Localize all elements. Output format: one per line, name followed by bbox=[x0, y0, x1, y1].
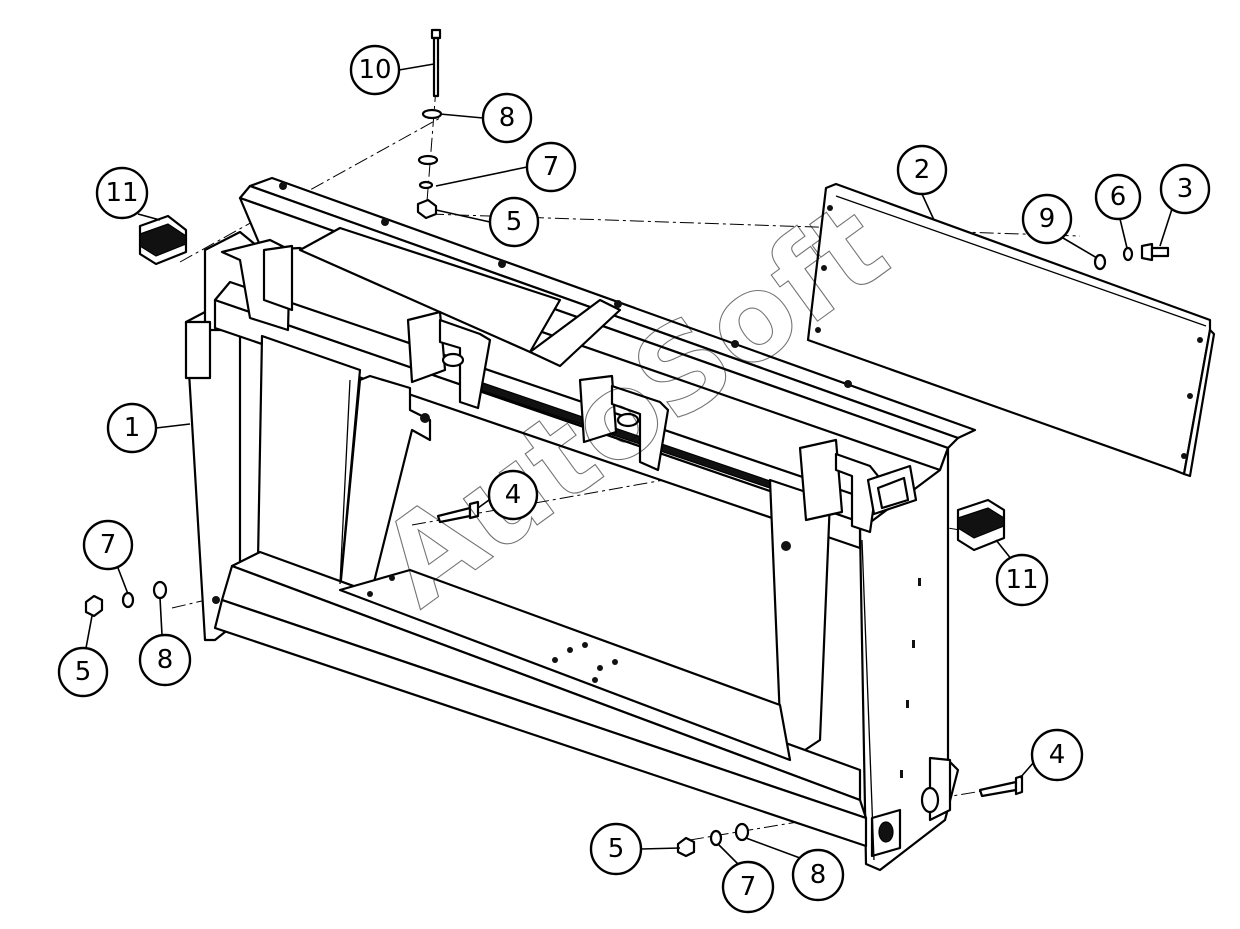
callout-circle bbox=[1159, 163, 1211, 215]
leader-line-flat-washer-bottom bbox=[745, 837, 801, 859]
leader-line-lock-washer-left bbox=[117, 567, 129, 595]
leader-line-nut-left bbox=[85, 615, 93, 649]
frame bbox=[184, 176, 977, 872]
callout-circle bbox=[138, 633, 192, 687]
callout-cover-plate: 2 bbox=[896, 144, 948, 196]
cover-plate bbox=[806, 182, 1216, 478]
callout-nut-left: 5 bbox=[57, 646, 109, 698]
leader-line-bolt-long bbox=[398, 63, 435, 71]
callout-number: 7 bbox=[100, 530, 117, 560]
callout-number: 10 bbox=[358, 55, 391, 85]
callout-circle bbox=[896, 144, 948, 196]
callout-number: 5 bbox=[506, 207, 523, 237]
callout-pin-center: 4 bbox=[487, 469, 539, 521]
leader-line-nut-bottom bbox=[640, 847, 681, 850]
callout-circle bbox=[95, 166, 149, 220]
callout-end-cap-left: 11 bbox=[95, 166, 149, 220]
callout-number: 9 bbox=[1039, 204, 1056, 234]
callout-lock-washer-top: 7 bbox=[525, 141, 577, 193]
callout-nut-top: 5 bbox=[488, 196, 540, 248]
callout-number: 5 bbox=[608, 834, 625, 864]
callout-end-cap-right: 11 bbox=[995, 553, 1049, 607]
leader-line-flat-washer-top bbox=[439, 113, 484, 119]
callout-number: 8 bbox=[499, 103, 516, 133]
callout-number: 11 bbox=[105, 178, 138, 208]
callout-circle bbox=[1094, 173, 1142, 221]
callout-circle bbox=[791, 848, 845, 902]
leader-line-frame bbox=[155, 423, 191, 429]
callout-circle bbox=[82, 519, 134, 571]
callout-number: 5 bbox=[75, 657, 92, 687]
callout-circle bbox=[721, 860, 775, 914]
callout-number: 11 bbox=[1005, 565, 1038, 595]
callout-circle bbox=[995, 553, 1049, 607]
callout-circle bbox=[349, 44, 401, 96]
callout-lock-washer-left: 7 bbox=[82, 519, 134, 571]
leader-line-end-cap-left bbox=[137, 213, 161, 221]
callout-bolt-right: 4 bbox=[1030, 728, 1084, 782]
callout-flat-washer-left: 8 bbox=[138, 633, 192, 687]
leader-line-cover-plate bbox=[921, 193, 935, 221]
callout-circle bbox=[1030, 728, 1084, 782]
callout-circle bbox=[1021, 193, 1073, 245]
callout-circle bbox=[481, 92, 533, 144]
callout-number: 7 bbox=[543, 152, 560, 182]
leader-line-washer-plate bbox=[1062, 237, 1098, 259]
callout-washer-plate: 9 bbox=[1021, 193, 1073, 245]
callout-circle bbox=[488, 196, 540, 248]
callout-nut-bottom: 5 bbox=[589, 822, 643, 876]
callout-number: 4 bbox=[1049, 740, 1066, 770]
callout-bolt-plate: 3 bbox=[1159, 163, 1211, 215]
callout-bolt-long: 10 bbox=[349, 44, 401, 96]
callout-number: 4 bbox=[505, 480, 522, 510]
leader-line-lock-washer-bottom bbox=[717, 843, 739, 865]
callout-number: 8 bbox=[157, 645, 174, 675]
leader-line-lock-washer-plate bbox=[1119, 218, 1128, 249]
callout-flat-washer-bottom: 8 bbox=[791, 848, 845, 902]
callout-number: 2 bbox=[914, 155, 931, 185]
leader-lines bbox=[85, 63, 1173, 865]
callout-number: 7 bbox=[740, 872, 757, 902]
leader-line-nut-top bbox=[435, 209, 491, 223]
leader-line-bolt-right bbox=[1019, 761, 1035, 779]
callout-lock-washer-plate: 6 bbox=[1094, 173, 1142, 221]
callout-number: 8 bbox=[810, 860, 827, 890]
hardware bbox=[84, 28, 1170, 858]
callout-circle bbox=[589, 822, 643, 876]
leader-line-flat-washer-left bbox=[159, 597, 163, 636]
callout-number: 3 bbox=[1177, 174, 1194, 204]
callout-number: 1 bbox=[124, 413, 141, 443]
callout-circle bbox=[106, 402, 158, 454]
leader-line-lock-washer-top bbox=[435, 166, 528, 187]
callout-flat-washer-top: 8 bbox=[481, 92, 533, 144]
callout-number: 6 bbox=[1110, 182, 1127, 212]
callout-frame: 1 bbox=[106, 402, 158, 454]
leader-line-bolt-plate bbox=[1159, 208, 1173, 247]
callout-circle bbox=[487, 469, 539, 521]
leader-line-pin-center bbox=[477, 499, 490, 509]
callout-circle bbox=[525, 141, 577, 193]
callout-circle bbox=[57, 646, 109, 698]
callout-lock-washer-bottom: 7 bbox=[721, 860, 775, 914]
leader-line-end-cap-right bbox=[995, 539, 1013, 561]
